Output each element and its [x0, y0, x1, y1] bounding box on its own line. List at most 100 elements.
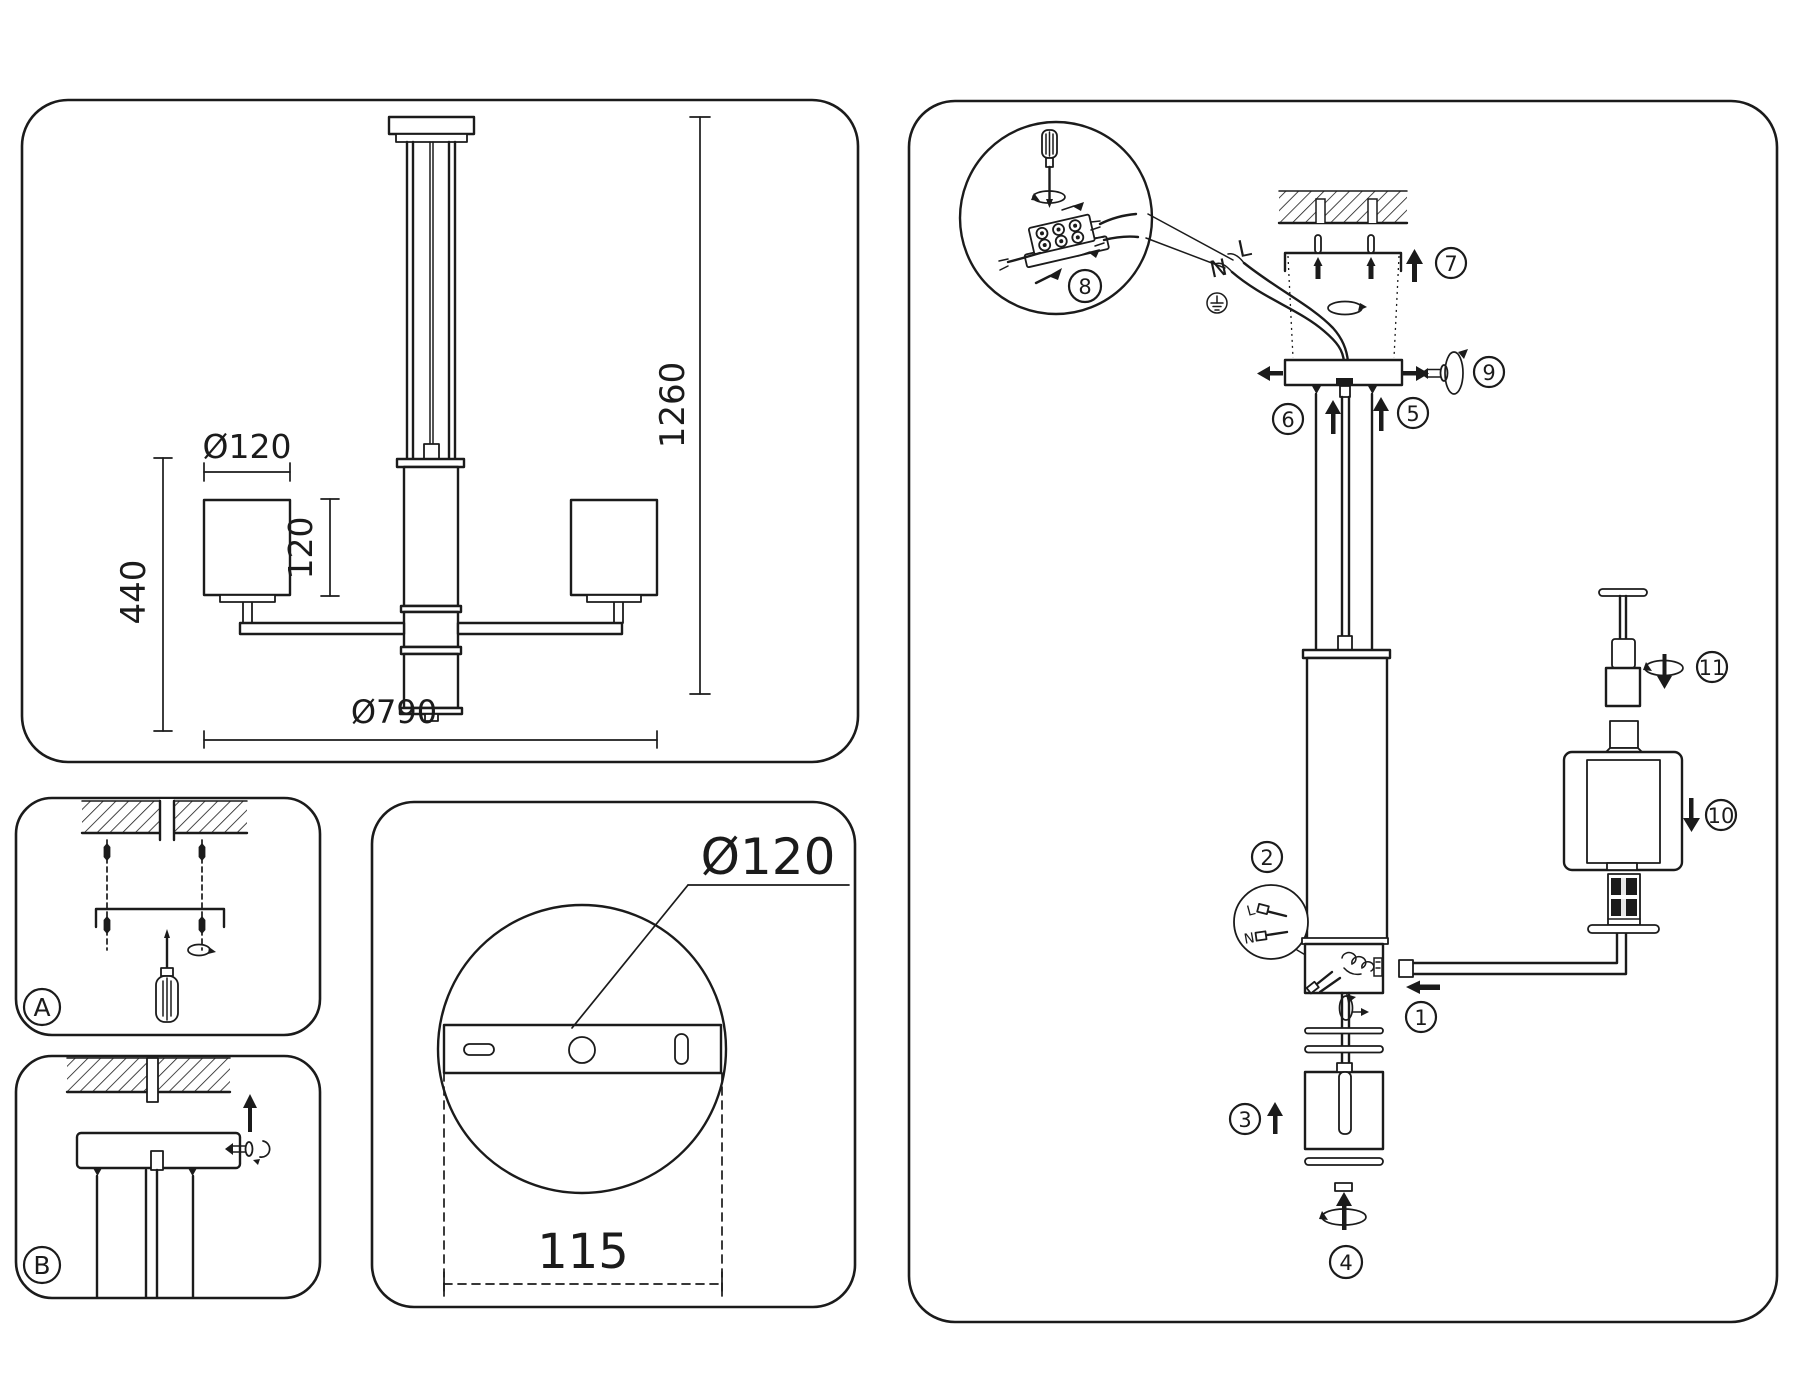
lamp-arms — [238, 600, 624, 636]
step-10-badge: 10 — [1704, 798, 1738, 832]
label-wire-neutral-small: N — [1243, 930, 1256, 948]
label-canopy-diameter: Ø120 — [701, 828, 836, 886]
bulb-tube — [1338, 1071, 1352, 1135]
label-shade-diameter: Ø120 — [203, 427, 292, 466]
rotation-arrow-icon — [1327, 300, 1367, 316]
step-9-label: 9 — [1482, 361, 1495, 385]
lamp-socket — [1607, 873, 1641, 926]
step-a-label: A — [33, 993, 50, 1022]
hanging-pin — [146, 1057, 159, 1103]
rod-connector — [93, 1168, 102, 1176]
side-screw-icon — [225, 1141, 254, 1157]
panel-step-b — [14, 1054, 322, 1300]
bottom-disc — [1304, 1157, 1384, 1166]
rotation-arrow-icon — [253, 1140, 271, 1165]
step-a-drawing: A — [22, 799, 249, 1027]
label-total-height: 1260 — [653, 362, 693, 449]
rotation-arrow-icon — [1444, 349, 1468, 395]
lamp-shades — [202, 498, 659, 603]
projection-line — [1393, 255, 1400, 359]
step-1-label: 1 — [1414, 1006, 1427, 1030]
arrow-left-icon — [1257, 366, 1283, 381]
rotation-arrow-icon — [187, 943, 216, 957]
step-a-badge: A — [22, 987, 62, 1027]
cable-gland — [1336, 378, 1353, 386]
rotation-arrow-icon — [1031, 190, 1066, 204]
dim-shade-height: 120 — [281, 498, 340, 597]
step-6-label: 6 — [1281, 408, 1294, 432]
step-7-badge: 7 — [1434, 246, 1468, 280]
label-wire-live: L — [1236, 235, 1254, 263]
dim-drop-height: 440 — [114, 457, 173, 732]
rotation-arrow-icon — [1643, 654, 1684, 689]
mounting-bracket — [94, 907, 226, 929]
step-2-label: 2 — [1260, 846, 1273, 870]
cable-gland-nut — [1339, 385, 1351, 398]
bulb-connector — [1336, 1062, 1353, 1073]
rod-connector — [1312, 386, 1321, 394]
rod-connector — [1368, 386, 1377, 394]
screwdriver-icon — [155, 929, 179, 1023]
step-2-badge: 2 — [1250, 840, 1284, 874]
step-9-badge: 9 — [1472, 355, 1506, 389]
ground-icon — [1206, 292, 1228, 314]
step-3-label: 3 — [1238, 1108, 1251, 1132]
center-hole — [568, 1036, 596, 1064]
ceiling-plate — [387, 115, 476, 136]
finial — [1334, 1182, 1353, 1192]
label-shade-height: 120 — [281, 517, 320, 580]
step-3-badge: 3 — [1228, 1102, 1262, 1136]
canopy-plate-drawing: Ø120 115 — [436, 828, 850, 1297]
step-b-badge: B — [22, 1245, 62, 1285]
dim-shade-diameter: Ø120 — [203, 427, 292, 482]
arrow-up-icon — [1325, 400, 1341, 434]
junction-box — [1301, 937, 1389, 995]
label-wire-live-small: L — [1245, 902, 1257, 920]
decorative-ring — [1304, 1045, 1384, 1054]
arrow-left-icon — [1406, 980, 1440, 994]
suspension-rods — [405, 140, 457, 461]
step-8-badge: 8 — [1067, 268, 1103, 304]
step-5-badge: 5 — [1396, 396, 1430, 430]
step-4-label: 4 — [1339, 1251, 1352, 1275]
ceiling-plate-lip — [395, 133, 468, 143]
slot-right — [674, 1033, 689, 1065]
step-7-label: 7 — [1444, 252, 1457, 276]
projection-line — [1287, 255, 1294, 359]
step-11-badge: 11 — [1695, 650, 1729, 684]
arrow-up-icon — [1406, 249, 1423, 282]
square-shade — [1562, 750, 1684, 872]
terminal-detail-circle: 8 — [958, 120, 1154, 316]
step-5-label: 5 — [1406, 402, 1419, 426]
step-b-drawing: B — [22, 1057, 271, 1299]
arrow-up-icon — [1267, 1102, 1283, 1134]
detail-leader-line — [1145, 237, 1226, 269]
arm-disc — [1587, 924, 1660, 934]
detail-leader-line — [1147, 213, 1234, 261]
dim-total-height: 1260 — [653, 116, 711, 695]
step-8-label: 8 — [1078, 275, 1091, 299]
rod-connector — [188, 1168, 197, 1176]
drill-hole — [160, 799, 174, 840]
mounting-bracket — [1283, 234, 1403, 279]
rotation-arrow-icon — [1319, 1192, 1367, 1230]
ceiling-hatch — [1277, 190, 1409, 225]
slot-left — [463, 1043, 495, 1056]
fork-terminal-wires — [998, 202, 1140, 285]
assembly-drawing: 8 N L — [958, 120, 1738, 1280]
chandelier-dimension-drawing: Ø120 120 440 1260 Ø790 — [114, 115, 711, 749]
step-1-badge: 1 — [1404, 1000, 1438, 1034]
column-body — [1305, 656, 1389, 941]
supply-wires — [1214, 253, 1350, 364]
arrow-down-icon — [1683, 798, 1700, 832]
panel-step-a — [14, 796, 322, 1037]
dim-fixture-diameter: Ø790 — [203, 693, 658, 749]
step-6-badge: 6 — [1271, 402, 1305, 436]
canopy-center-stub — [150, 1150, 164, 1171]
label-fixture-diameter: Ø790 — [351, 693, 437, 731]
label-drop-height: 440 — [114, 560, 154, 625]
step-10-label: 10 — [1708, 804, 1735, 828]
terminal-block-icon — [1023, 213, 1110, 269]
